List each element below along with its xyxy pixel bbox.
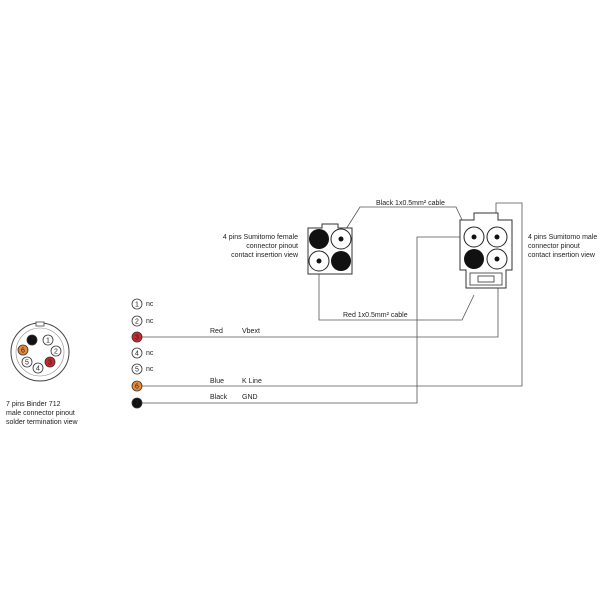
svg-text:7: 7 (30, 338, 34, 345)
binder-pin-5: 5 (21, 356, 33, 368)
pin-label: nc (146, 366, 154, 373)
svg-text:5: 5 (25, 360, 29, 367)
pin-list-item-6: 6 Blue K Line (131, 378, 262, 392)
female-pin-top-left (309, 229, 329, 249)
signal-gnd: GND (242, 394, 258, 401)
svg-text:connector pinout: connector pinout (528, 243, 580, 250)
pin-list-item-5: 5 nc (131, 363, 154, 375)
svg-text:contact insertion view: contact insertion view (231, 252, 299, 259)
pin-label: nc (146, 318, 154, 325)
male-pin-bottom-left (464, 249, 484, 269)
binder-key-notch (35, 321, 45, 327)
cable-black-wire (340, 206, 471, 238)
binder-pin-1: 1 (42, 334, 54, 346)
svg-text:4: 4 (36, 366, 40, 373)
svg-text:5: 5 (135, 367, 139, 374)
cable-red-label: Red 1x0.5mm² cable (343, 312, 408, 319)
svg-text:connector pinout: connector pinout (246, 243, 298, 250)
pin-list: 1 nc 2 nc 3 Red Vbext 4 nc 5 nc 6 (131, 298, 262, 409)
sumitomo-female-connector (307, 223, 353, 275)
svg-text:1: 1 (135, 302, 139, 309)
svg-text:4 pins Sumitomo female: 4 pins Sumitomo female (223, 234, 298, 241)
pin-list-item-1: 1 nc (131, 298, 154, 310)
cable-black-label: Black 1x0.5mm² cable (376, 200, 445, 207)
svg-text:2: 2 (135, 319, 139, 326)
binder-connector: 7 1 6 2 3 5 4 (10, 321, 70, 382)
svg-text:3: 3 (135, 335, 139, 342)
binder-pin-4: 4 (32, 362, 44, 374)
pin-list-item-2: 2 nc (131, 315, 154, 327)
binder-caption-line-2: male connector pinout (6, 410, 75, 417)
svg-text:4: 4 (135, 351, 139, 358)
wire-color-black: Black (210, 394, 228, 401)
binder-caption-line-3: solder termination view (6, 419, 79, 426)
svg-text:6: 6 (135, 384, 139, 391)
pin-list-item-3: 3 Red Vbext (131, 328, 260, 343)
signal-k-line: K Line (242, 378, 262, 385)
binder-pin-3: 3 (44, 356, 56, 368)
wire-color-red: Red (210, 328, 223, 335)
female-pin-bottom-right (331, 251, 351, 271)
svg-text:4 pins Sumitomo male: 4 pins Sumitomo male (528, 234, 597, 241)
pin-label: nc (146, 301, 154, 308)
binder-pin-7: 7 (26, 334, 38, 346)
svg-text:6: 6 (21, 348, 25, 355)
binder-caption-line-1: 7 pins Binder 712 (6, 401, 61, 408)
signal-vbext: Vbext (242, 328, 260, 335)
wire-vbext (142, 285, 499, 338)
wire-color-blue: Blue (210, 378, 224, 385)
female-caption: 4 pins Sumitomo female connector pinout … (223, 234, 299, 259)
cable-red-wire (318, 262, 475, 321)
binder-caption: 7 pins Binder 712 male connector pinout … (6, 401, 79, 426)
binder-pin-6: 6 (17, 344, 29, 356)
binder-pin-2: 2 (50, 345, 62, 357)
svg-text:3: 3 (48, 360, 52, 367)
svg-text:1: 1 (46, 338, 50, 345)
male-caption: 4 pins Sumitomo male connector pinout co… (528, 234, 597, 259)
pin-list-item-4: 4 nc (131, 347, 154, 359)
pin-label: nc (146, 350, 154, 357)
svg-text:7: 7 (135, 401, 139, 408)
svg-text:2: 2 (54, 349, 58, 356)
pin-list-item-7: 7 Black GND (131, 394, 258, 409)
svg-text:contact insertion view: contact insertion view (528, 252, 596, 259)
sumitomo-male-connector (459, 212, 513, 289)
